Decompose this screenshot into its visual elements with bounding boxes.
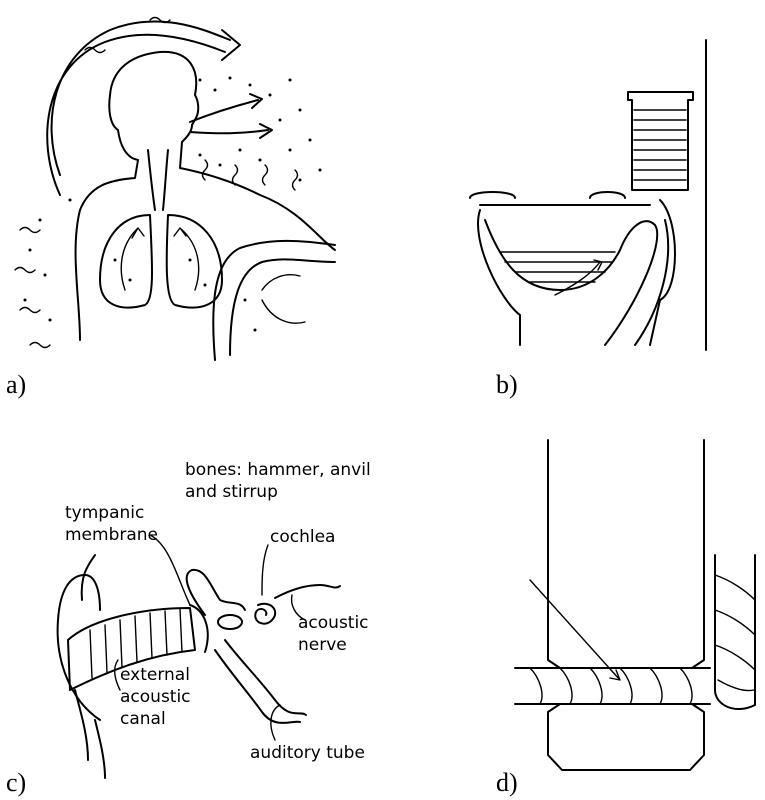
leader-tympanic [150, 535, 190, 605]
lower-block [548, 704, 704, 770]
panel-b-toilet-drawing [470, 40, 706, 350]
head-outline [82, 555, 95, 600]
label-tympanic-line2: membrane [65, 525, 158, 545]
air-particles [24, 77, 322, 332]
upper-block [548, 440, 704, 668]
label-external-line2: acoustic [120, 687, 191, 707]
label-external-line1: external [120, 665, 190, 685]
rope-vertical [715, 555, 755, 709]
heat-waves [15, 18, 298, 348]
rope-horizontal [515, 668, 710, 704]
left-lung-airflow [121, 228, 144, 290]
cochlea-spiral [255, 604, 275, 624]
tank-water [634, 110, 686, 180]
rope-vertical-twists [715, 575, 755, 691]
panel-d-rope-drawing [515, 440, 755, 770]
label-tympanic-line1: tympanic [65, 503, 144, 523]
exhale-arrow-lower [190, 124, 272, 138]
leader-cochlea [262, 545, 268, 595]
exhale-arrow-upper [190, 94, 262, 122]
label-auditory-tube: auditory tube [250, 743, 365, 763]
panel-label-b: b) [496, 370, 518, 400]
left-lung [100, 215, 152, 308]
label-cochlea: cochlea [270, 527, 335, 547]
warm-air-arrow [47, 21, 240, 195]
seat-lid [470, 192, 625, 198]
person-silhouette [76, 52, 335, 340]
panel-c-ear-drawing [58, 535, 340, 778]
airway [148, 150, 168, 210]
rope-twists [530, 668, 692, 704]
right-lung-airflow [174, 228, 199, 290]
label-bones-line1: bones: hammer, anvil [185, 460, 371, 480]
label-acoustic-line2: nerve [298, 635, 347, 655]
second-person [213, 241, 335, 360]
second-person-breath [262, 275, 305, 323]
acoustic-nerve [275, 585, 340, 598]
panel-label-c: c) [6, 768, 26, 798]
panel-label-a: a) [6, 370, 26, 400]
label-bones-line2: and stirrup [185, 482, 278, 502]
tank [628, 92, 693, 190]
pointer-arrow [530, 580, 620, 680]
oval-window [218, 615, 242, 629]
label-external-line3: canal [120, 709, 166, 729]
auditory-tube-shape [215, 640, 306, 723]
label-acoustic-line1: acoustic [298, 613, 369, 633]
panel-label-d: d) [496, 768, 518, 798]
panel-a-breathing-drawing [15, 18, 335, 361]
trapway [605, 220, 668, 345]
right-lung [167, 215, 222, 308]
